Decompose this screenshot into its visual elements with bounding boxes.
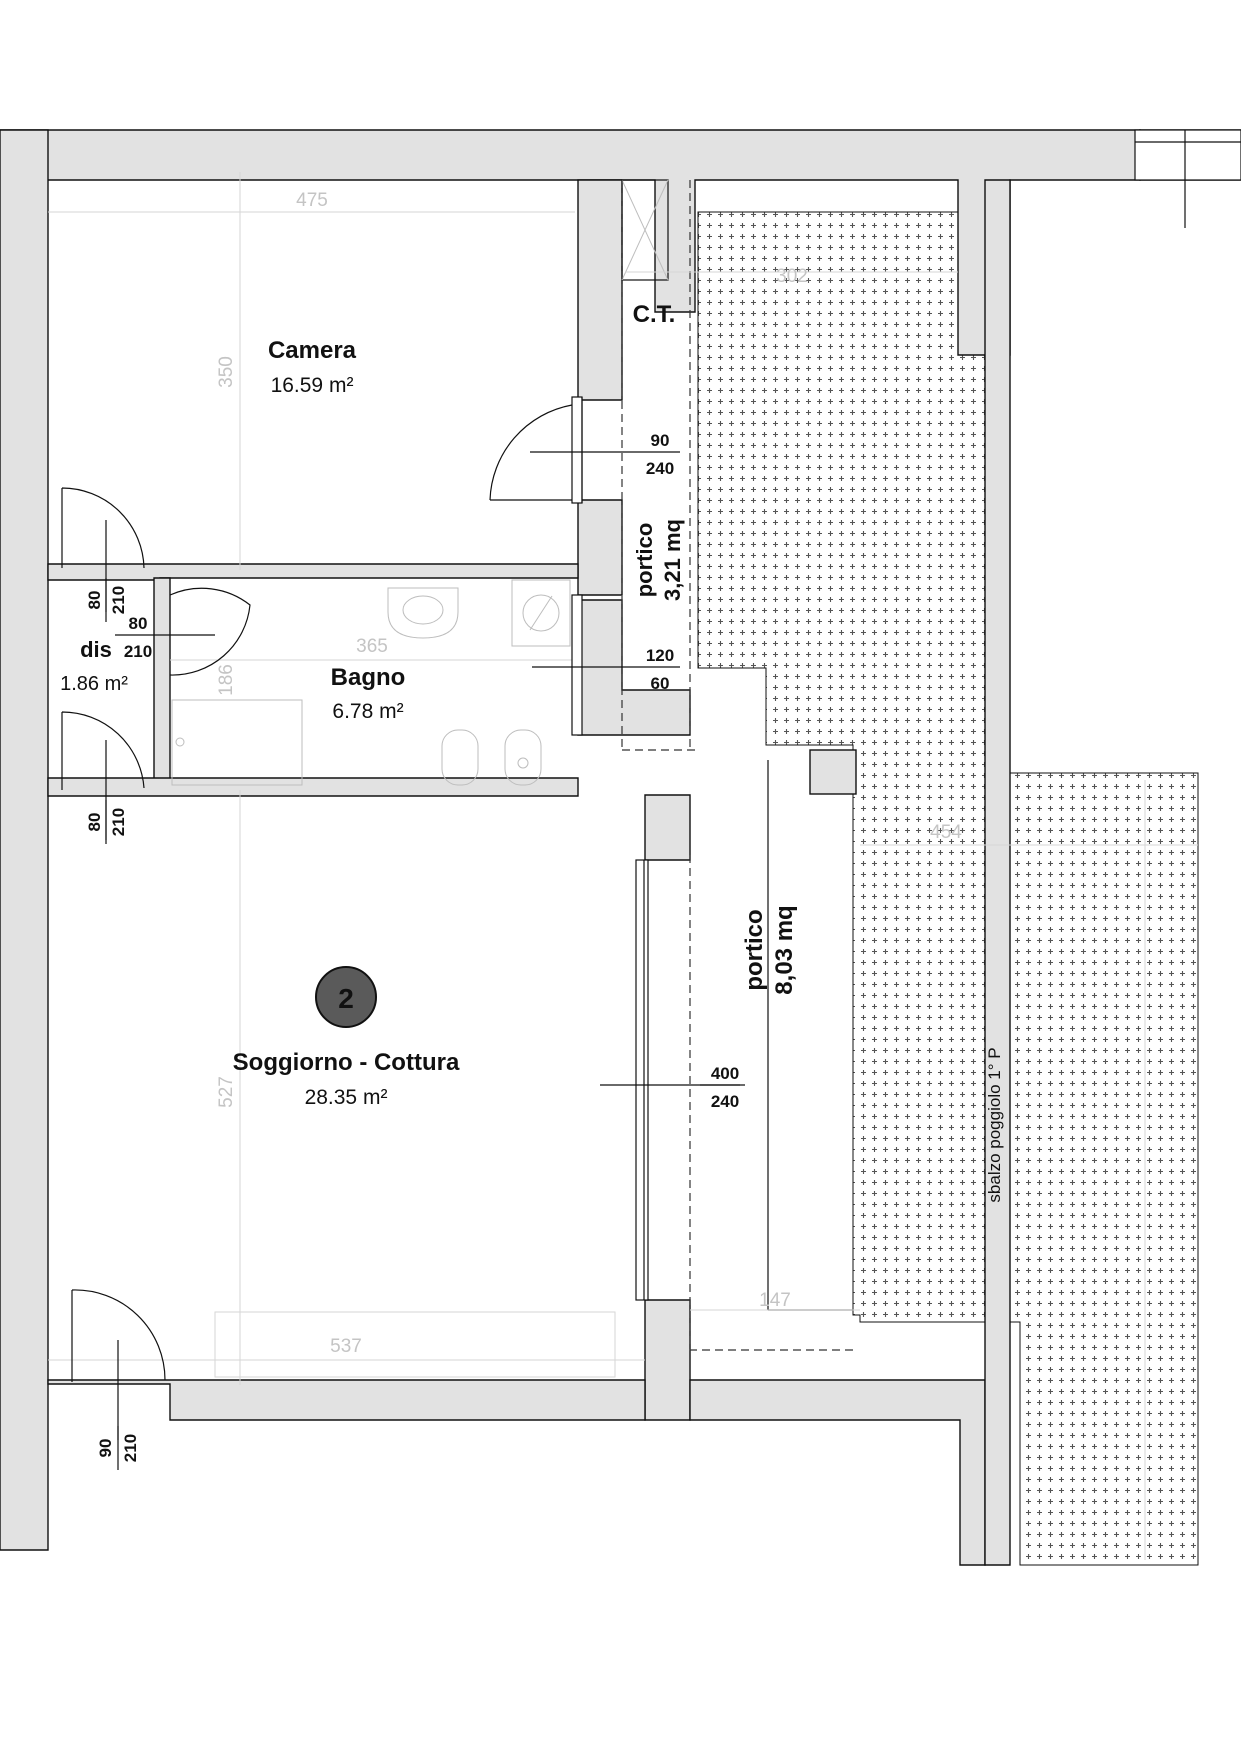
svg-text:400: 400 — [711, 1064, 739, 1083]
portico-lower-outline — [689, 855, 853, 1351]
terrace-hatch — [697, 211, 1199, 1566]
svg-text:240: 240 — [711, 1092, 739, 1111]
svg-text:210: 210 — [124, 642, 152, 661]
bagno-window — [532, 594, 640, 736]
dim-portico-width: 302 — [776, 266, 808, 287]
annotation-dis-door-top: 80 210 — [85, 578, 128, 622]
annotation-bagno-door: 80 210 — [124, 614, 152, 661]
shower-icon — [171, 699, 303, 786]
room-name-bagno: Bagno — [331, 664, 406, 691]
svg-text:120: 120 — [646, 646, 674, 665]
dim-bagno-width: 365 — [356, 636, 388, 657]
dim-camera-width: 475 — [296, 190, 328, 211]
dim-soggiorno-depth: 527 — [216, 1076, 237, 1108]
annotation-entry-door: 90 210 — [96, 1426, 140, 1470]
living-window — [600, 859, 740, 1301]
room-area-portico-top: 3,21 mq — [660, 519, 685, 601]
dim-portico-mid-width: 147 — [759, 1290, 791, 1311]
room-area-camera: 16.59 m² — [271, 374, 354, 397]
entry-door — [71, 1289, 166, 1440]
bagno-door — [115, 587, 251, 676]
room-area-dis: 1.86 m² — [60, 673, 128, 695]
portico-mid-edge — [767, 760, 853, 1311]
sink-icon — [387, 587, 459, 639]
ct-closet — [621, 179, 698, 751]
unit-number: 2 — [338, 983, 354, 1014]
svg-text:90: 90 — [651, 431, 670, 450]
svg-text:80: 80 — [85, 813, 104, 832]
svg-text:80: 80 — [129, 614, 148, 633]
room-name-portico-top: portico — [632, 523, 657, 598]
sbalzo-label: sbalzo poggiolo 1° P — [985, 1047, 1004, 1202]
camera-door — [489, 396, 640, 504]
room-name-portico-mid: portico — [741, 909, 768, 990]
svg-text:240: 240 — [646, 459, 674, 478]
top-right-window — [1134, 129, 1241, 228]
annotation-living-window: 400 240 — [700, 1064, 745, 1111]
washer-icon — [511, 579, 571, 647]
room-name-ct: C.T. — [633, 301, 676, 328]
svg-text:90: 90 — [96, 1439, 115, 1458]
room-name-soggiorno: Soggiorno - Cottura — [233, 1049, 460, 1076]
svg-text:210: 210 — [109, 586, 128, 614]
dim-soggiorno-width: 537 — [330, 1336, 362, 1357]
room-name-camera: Camera — [268, 337, 357, 364]
svg-text:210: 210 — [121, 1434, 140, 1462]
dimension-lines — [48, 172, 1198, 1560]
room-area-soggiorno: 28.35 m² — [305, 1086, 388, 1109]
room-area-bagno: 6.78 m² — [332, 700, 403, 723]
toilet-icon — [441, 729, 479, 786]
dim-camera-depth: 350 — [216, 356, 237, 388]
unit-badge — [315, 966, 377, 1028]
dim-bagno-depth: 186 — [216, 664, 237, 696]
annotation-bagno-window: 120 60 — [640, 646, 680, 693]
annotation-camera-door: 90 240 — [640, 431, 680, 478]
room-area-portico-mid: 8,03 mq — [771, 905, 798, 994]
dim-terrace-width: 454 — [930, 822, 962, 843]
svg-text:210: 210 — [109, 808, 128, 836]
room-name-dis: dis — [80, 637, 112, 662]
bathroom-fixtures — [171, 579, 571, 786]
annotation-dis-door-bottom: 80 210 — [85, 800, 128, 844]
svg-text:60: 60 — [651, 674, 670, 693]
bidet-icon — [504, 729, 542, 786]
svg-text:80: 80 — [85, 591, 104, 610]
